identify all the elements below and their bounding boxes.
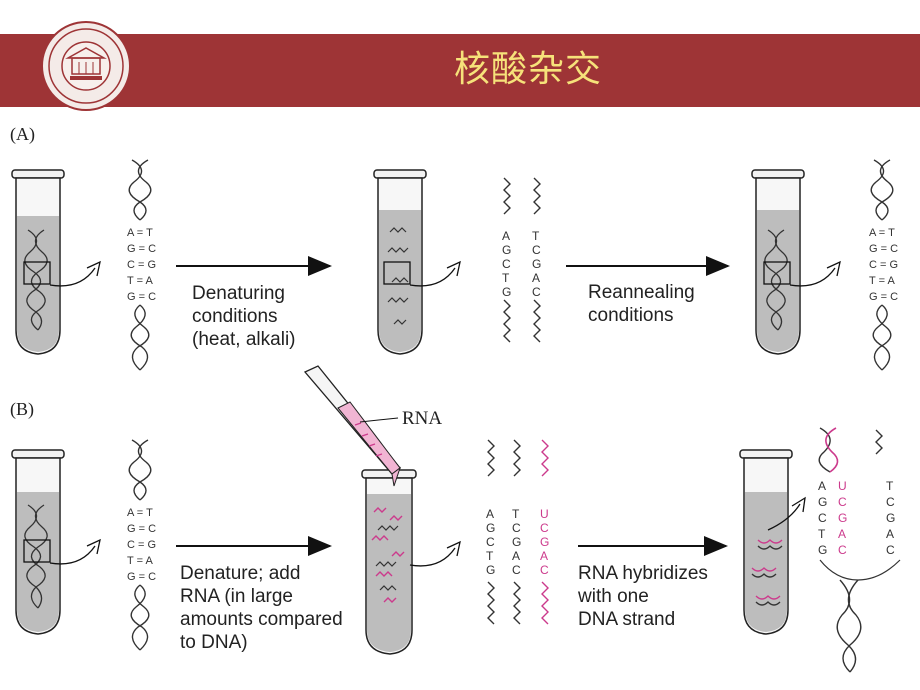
pair: A = T <box>127 227 153 239</box>
caption-line: with one <box>577 586 649 607</box>
caption-line: Denature; add <box>180 563 300 584</box>
rna-pointer <box>359 417 399 423</box>
base: T <box>486 549 494 563</box>
base: G <box>486 563 495 577</box>
caption-line: conditions <box>588 305 674 326</box>
hybridize-caption: RNA hybridizes with one DNA strand <box>577 563 708 630</box>
caption-line: to DNA) <box>180 632 248 653</box>
helix-a3 <box>870 159 894 371</box>
rna-base: C <box>540 563 549 577</box>
hybrid-tube <box>739 449 806 635</box>
hybrid-helix: A G C T G U C G A C T C G A C <box>818 427 901 673</box>
caption-line: Reannealing <box>588 282 695 303</box>
base: C <box>886 495 895 509</box>
rna-base: C <box>838 543 847 557</box>
tube-b1 <box>11 449 101 635</box>
pair: C = G <box>127 539 156 551</box>
base: T <box>532 229 540 243</box>
caption-line: RNA (in large <box>180 586 293 607</box>
university-seal-icon <box>41 21 131 111</box>
base: A <box>886 527 894 541</box>
base: G <box>532 257 541 271</box>
base: G <box>512 535 521 549</box>
caption-line: DNA strand <box>578 609 675 630</box>
pair: G = C <box>127 571 156 583</box>
base: A <box>512 549 520 563</box>
pipette-icon <box>303 365 401 487</box>
pair: G = C <box>127 523 156 535</box>
base: C <box>512 521 521 535</box>
pair: A = T <box>869 227 895 239</box>
slide-title: 核酸杂交 <box>453 49 602 90</box>
base: T <box>818 527 826 541</box>
pair: T = A <box>869 275 895 287</box>
base: C <box>818 511 827 525</box>
pair: C = G <box>869 259 898 271</box>
base: A <box>818 479 826 493</box>
base-pairs-a1: A = T G = C C = G T = A G = C <box>127 227 156 303</box>
rna-label: RNA <box>402 408 442 429</box>
caption-line: amounts compared <box>180 609 343 630</box>
pair: T = A <box>127 275 153 287</box>
base: G <box>486 521 495 535</box>
single-strands-a: A G C T G T C G A C <box>502 177 541 343</box>
tube-b2 <box>361 469 461 655</box>
panel-b-label: (B) <box>10 399 34 420</box>
base-pairs-b1: A = T G = C C = G T = A G = C <box>127 507 156 583</box>
base: A <box>502 229 510 243</box>
add-rna-caption: Denature; add RNA (in large amounts comp… <box>180 563 343 653</box>
base: T <box>502 271 510 285</box>
base: G <box>502 285 511 299</box>
panel-a-label: (A) <box>10 124 35 145</box>
helix-a1 <box>128 159 152 371</box>
caption-line: conditions <box>192 306 278 327</box>
pair: G = C <box>127 243 156 255</box>
title-banner <box>0 34 920 107</box>
base: T <box>886 479 894 493</box>
base: T <box>512 507 520 521</box>
pair: A = T <box>127 507 153 519</box>
base: A <box>486 507 494 521</box>
rna-base: A <box>838 527 846 541</box>
base: A <box>532 271 540 285</box>
rna-base: U <box>540 507 549 521</box>
rna-base: U <box>838 479 847 493</box>
pair: C = G <box>127 259 156 271</box>
caption-line: RNA hybridizes <box>578 563 708 584</box>
helix-b1 <box>128 439 152 651</box>
base: C <box>486 535 495 549</box>
caption-line: (heat, alkali) <box>192 329 296 350</box>
pair: G = C <box>869 243 898 255</box>
base: C <box>532 285 541 299</box>
base: C <box>886 543 895 557</box>
rna-base: C <box>838 495 847 509</box>
denature-caption: Denaturing conditions (heat, alkali) <box>192 283 296 350</box>
caption-line: Denaturing <box>192 283 285 304</box>
single-strands-b: A G C T G T C G A C U C G A C <box>486 439 549 625</box>
tube-a3 <box>751 169 841 355</box>
base-pairs-a3: A = T G = C C = G T = A G = C <box>869 227 898 303</box>
base: C <box>502 257 511 271</box>
tube-a2 <box>373 169 461 355</box>
base: G <box>818 495 827 509</box>
rna-base: G <box>540 535 549 549</box>
pair: G = C <box>869 291 898 303</box>
base: C <box>532 243 541 257</box>
rna-base: C <box>540 521 549 535</box>
base: G <box>818 543 827 557</box>
pair: G = C <box>127 291 156 303</box>
base: C <box>512 563 521 577</box>
pair: T = A <box>127 555 153 567</box>
base: G <box>886 511 895 525</box>
reanneal-caption: Reannealing conditions <box>588 282 695 326</box>
rna-base: G <box>838 511 847 525</box>
base: G <box>502 243 511 257</box>
rna-base: A <box>540 549 548 563</box>
tube-a1 <box>11 169 101 355</box>
